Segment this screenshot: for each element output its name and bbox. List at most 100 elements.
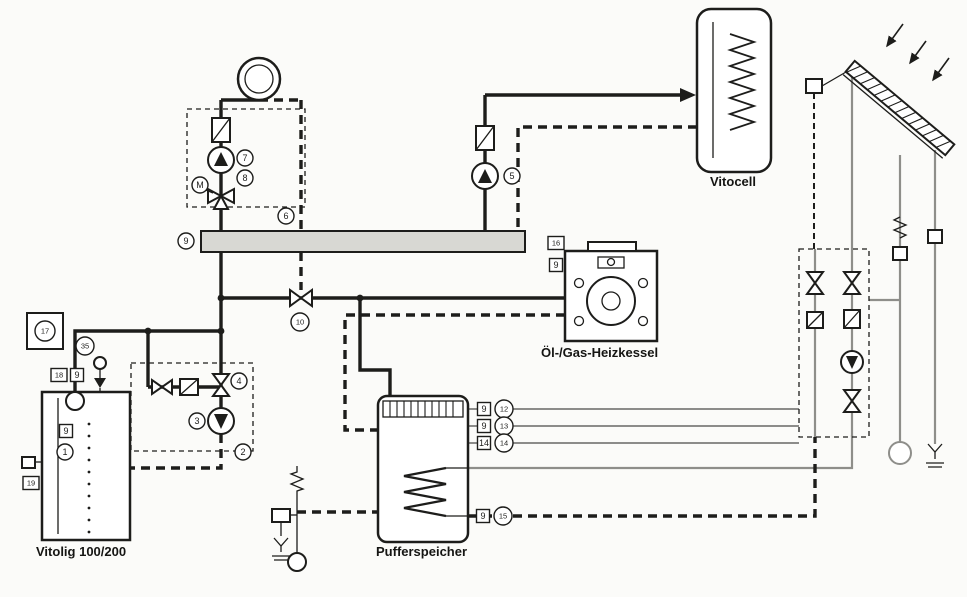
tank-stratifier-hatch — [382, 400, 464, 418]
drain-funnel-icon — [926, 443, 944, 468]
callout-2: 2 — [234, 443, 252, 461]
boiler-door-dots — [87, 422, 91, 534]
svg-text:14: 14 — [500, 439, 508, 448]
callout-14: 14 — [494, 433, 514, 453]
callout-9-t3: 14 — [476, 435, 492, 451]
dhw-pump-group — [471, 88, 696, 190]
svg-text:18: 18 — [55, 371, 63, 380]
mixing-valve-icon — [205, 187, 235, 210]
svg-text:9: 9 — [74, 370, 79, 380]
svg-text:15: 15 — [499, 512, 507, 521]
svg-text:3: 3 — [194, 416, 199, 426]
label-vitolig: Vitolig 100/200 — [36, 544, 126, 559]
zone-box-heating-circuit — [186, 108, 306, 208]
svg-text:9: 9 — [553, 260, 558, 270]
solar-collector — [805, 23, 956, 159]
dhw-tank-vitocell — [695, 7, 773, 174]
labels: Vitocell Öl-/Gas-Heizkessel Vitolig 100/… — [36, 174, 756, 559]
heating-circuit-symbol — [236, 56, 282, 102]
safety-group — [271, 466, 307, 572]
fitting-box — [927, 229, 943, 244]
svg-text:12: 12 — [500, 405, 508, 414]
heating-manifold — [200, 230, 526, 253]
svg-text:9: 9 — [183, 236, 188, 246]
callout-1: 1 — [56, 443, 74, 461]
sun-rays — [886, 23, 950, 82]
svg-text:35: 35 — [81, 342, 89, 351]
sensor-wires — [513, 93, 815, 444]
callout-8: 8 — [236, 169, 254, 187]
callout-9-t2: 9 — [476, 418, 492, 434]
sensor-well-icon — [94, 378, 106, 388]
svg-text:9: 9 — [481, 421, 486, 431]
flow-arrow-icon — [680, 88, 696, 102]
safety-valve-icon — [289, 466, 305, 497]
solar-pump-station — [805, 271, 864, 413]
callout-3: 3 — [188, 412, 206, 430]
thermometer-bulb-icon — [93, 356, 107, 370]
callout-16: 16 — [547, 235, 565, 251]
callout-9-vitolig-top: 9 — [69, 367, 85, 383]
svg-text:M: M — [196, 180, 204, 190]
callout-19: 19 — [22, 475, 40, 491]
collector-sensor-box — [805, 78, 823, 94]
boiler-control-unit — [587, 241, 637, 252]
svg-text:19: 19 — [27, 479, 35, 488]
drain-funnel-icon — [272, 537, 290, 561]
solar-coil-icon — [403, 466, 468, 518]
pressure-gauge-box — [271, 508, 291, 523]
svg-text:10: 10 — [296, 318, 304, 327]
burner-door-icon — [586, 276, 636, 326]
callout-18: 18 — [50, 367, 68, 383]
callout-9-manifold: 9 — [177, 232, 195, 250]
solar-expansion-vessel-icon — [888, 441, 912, 465]
svg-text:9: 9 — [480, 511, 485, 521]
room-thermostat-box: 17 — [26, 312, 64, 350]
svg-text:13: 13 — [500, 422, 508, 431]
label-pufferspeicher: Pufferspeicher — [376, 544, 467, 559]
svg-text:9: 9 — [481, 404, 486, 414]
svg-text:8: 8 — [242, 173, 247, 183]
dhw-coil-icon — [727, 33, 757, 131]
shutoff-valve-icon — [289, 288, 313, 308]
three-way-valve-icon — [211, 373, 231, 397]
callout-4: 4 — [230, 372, 248, 390]
valve-icon — [842, 271, 862, 285]
callout-9-t4: 9 — [475, 508, 491, 524]
pipe-junctions — [144, 294, 364, 335]
callout-17: 17 — [34, 320, 56, 342]
draft-regulator-icon — [21, 456, 36, 469]
svg-text:1: 1 — [62, 447, 67, 457]
solar-pump-icon — [840, 350, 864, 374]
zone-box-loading-group — [130, 362, 254, 452]
boiler-flow-fitting — [65, 391, 85, 411]
callout-15: 15 — [493, 506, 513, 526]
loading-pump-group — [151, 373, 235, 435]
pump-icon — [471, 162, 499, 190]
callout-35: 35 — [75, 336, 95, 356]
callout-9-vitolig: 9 — [58, 423, 74, 439]
svg-text:9: 9 — [63, 426, 68, 436]
callout-5: 5 — [503, 167, 521, 185]
pump-icon — [207, 407, 235, 435]
solar-accessories — [888, 216, 944, 468]
svg-text:6: 6 — [283, 211, 288, 221]
callout-12: 12 — [494, 399, 514, 419]
svg-text:5: 5 — [509, 171, 514, 181]
zone-box-solar-station — [798, 248, 870, 438]
callouts: 7 8 6 9 5 10 16 9 35 18 9 9 1 19 3 4 2 9… — [22, 149, 565, 526]
expansion-vessel-icon — [287, 552, 307, 572]
wood-boiler-vitolig — [21, 356, 132, 542]
valve-icon — [805, 271, 825, 285]
oil-gas-boiler — [563, 241, 659, 343]
callout-9-boiler: 9 — [548, 257, 564, 273]
svg-text:16: 16 — [552, 239, 560, 248]
pump-icon — [207, 146, 235, 174]
fitting-box — [892, 246, 908, 261]
mixer-motor-label: M — [191, 176, 209, 194]
buffer-tank — [376, 394, 478, 544]
heating-circuit-pump-group: M — [191, 117, 235, 210]
callout-13: 13 — [494, 416, 514, 436]
